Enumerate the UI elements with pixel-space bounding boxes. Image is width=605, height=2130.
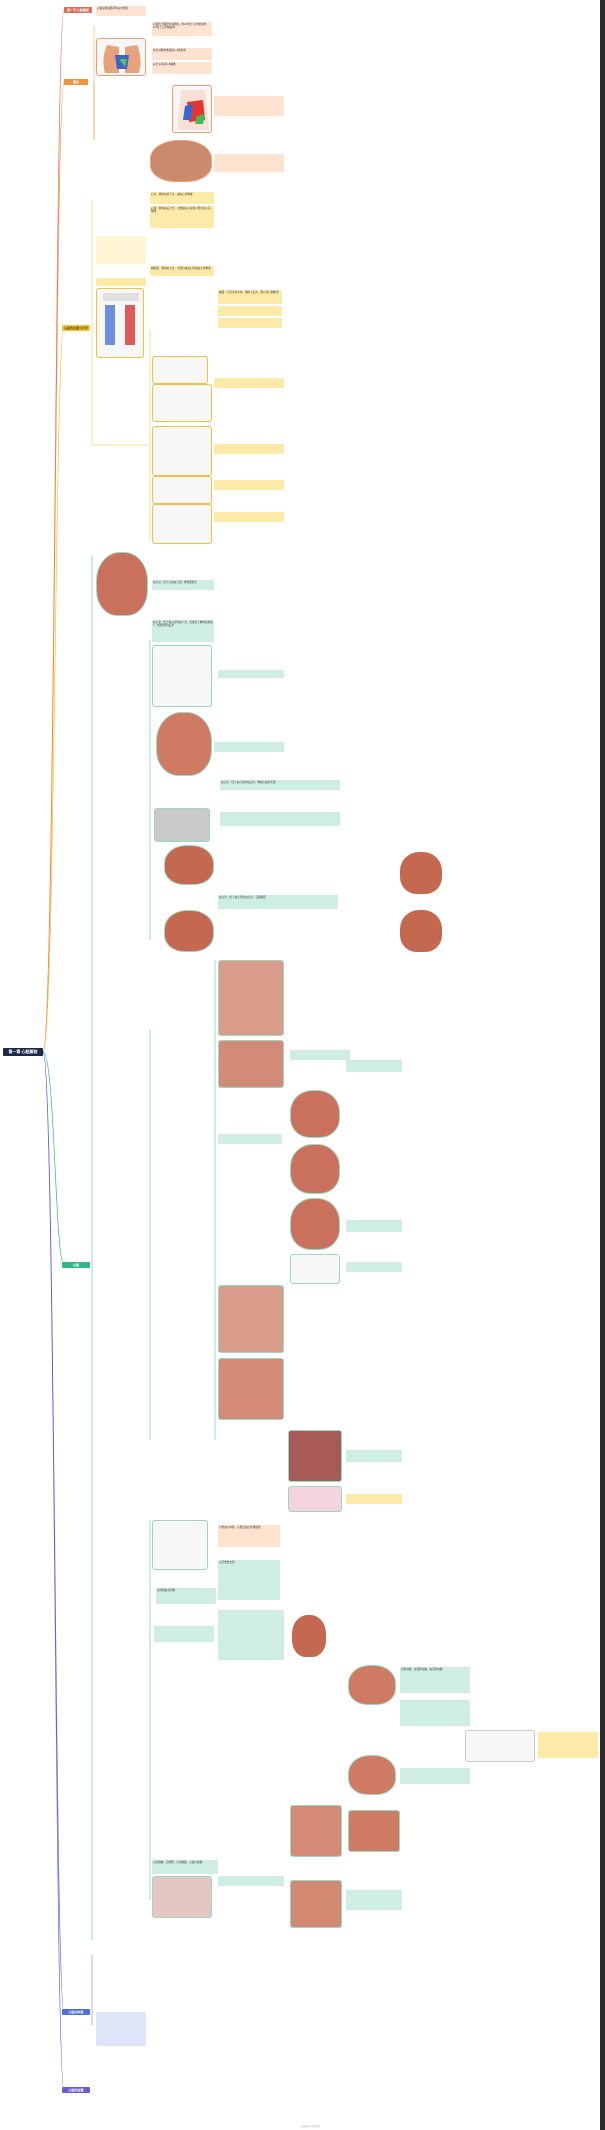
branch-overview-top[interactable]: 第一节 心脏概述 (64, 7, 92, 13)
conduction-note (346, 1494, 402, 1504)
heart-side-figure-1 (400, 852, 442, 894)
branch-yellow[interactable]: 心脏的位置与外形 (62, 325, 90, 331)
orange-note-1: 心脏位于胸腔中纵隔内，约2/3位于正中线左侧，1/3位于正中线右侧 (152, 22, 212, 36)
septum-note (346, 1450, 402, 1462)
left-atrium-figure (218, 1285, 284, 1353)
coronary-branch-note (538, 1732, 598, 1758)
heart-position-note (214, 154, 284, 172)
green-note-2: 右心室：位于右心房的前下方，直接位于胸骨左缘第4、5肋软骨的后方 (152, 620, 214, 642)
tricuspid-note (218, 1134, 282, 1144)
vessels-note-1 (214, 378, 284, 388)
fibrous-skeleton-figure (152, 1520, 208, 1570)
valve-note-2 (346, 1262, 402, 1272)
yellow-note-4: 膈面：几乎呈水平位，朝向下后方，隔心包与膈毗邻 (218, 290, 282, 304)
left-ventricle-figure (218, 1358, 284, 1420)
blue-note-list (218, 1610, 284, 1660)
footer: 心脏解剖 思维导图 (300, 2125, 320, 2128)
blue-note-1: 心壁由心内膜、心肌层和心外膜组成 (218, 1525, 280, 1547)
right-atrium-figure (218, 960, 284, 1036)
pericardium-figure (152, 1876, 212, 1918)
coronary-intro (154, 1626, 214, 1642)
heart-anterior-figure (156, 712, 212, 776)
valve-figure-2 (290, 1144, 340, 1194)
lungs-figure (96, 38, 146, 76)
heart-side-figure-2 (400, 910, 442, 952)
heart-posterior-figure (164, 845, 214, 885)
yellow-label-a (96, 278, 146, 286)
vessels-note-4 (214, 512, 284, 522)
yellow-diagram-box (96, 236, 146, 264)
structure-list (94, 1955, 146, 2005)
pericardium-figure-2 (290, 1880, 342, 1928)
circulation-diagram (96, 288, 144, 358)
green-note-1: 右心房：位于心的右上部，壁薄而腔大 (152, 580, 214, 590)
branch-purple[interactable]: 心脏的血管 (62, 2087, 90, 2093)
venous-figure-2 (348, 1810, 400, 1852)
vessels-list (94, 2075, 146, 2111)
coronary-branch-diagram (465, 1730, 535, 1762)
right-ventricle-note (290, 1050, 350, 1060)
valve-figure-4 (290, 1254, 340, 1284)
blue-note-3: 房间隔和室间隔 (156, 1588, 216, 1604)
purple-note-2: 心的静脉：冠状窦、心前静脉、心最小静脉 (152, 1860, 218, 1874)
structure-table (96, 2012, 146, 2046)
branch-green[interactable]: 心腔 (62, 1262, 90, 1268)
yellow-note-3: 胸肋面：朝向前上方，大部分由右心房和右心室构成 (150, 266, 214, 276)
venous-figure-1 (290, 1805, 342, 1857)
blue-note-2: 心纤维性支架 (218, 1560, 280, 1600)
heart-position-figure (150, 140, 212, 182)
yellow-note-6 (218, 318, 282, 328)
vessels-note-3 (214, 480, 284, 490)
yellow-note-5 (218, 306, 282, 316)
vessels-figure-3 (152, 426, 212, 476)
xray-figure (154, 808, 210, 842)
orange-note-2: 前方对胸骨体和第2~6肋软骨 (152, 48, 212, 60)
vessels-note-2 (214, 444, 284, 454)
conduction-figure (288, 1486, 342, 1512)
green-note-3: 左心房：位于右心房的左后方，构成心底的大部 (220, 780, 340, 790)
vessels-figure-2 (152, 384, 212, 422)
valve-figure-3 (290, 1198, 340, 1250)
purple-note-1: 冠状动脉：左冠状动脉、右冠状动脉 (400, 1667, 470, 1693)
xray-note (220, 812, 340, 826)
septum-figure (288, 1430, 342, 1482)
pericardium-note-2 (346, 1890, 402, 1910)
branch-orange[interactable]: 概述 (64, 79, 88, 85)
right-edge-bar (600, 0, 605, 2130)
heart-base-figure (164, 910, 214, 952)
vessels-figure-5 (152, 504, 212, 544)
ribcage-figure (152, 645, 212, 707)
coronary-note-2 (400, 1700, 470, 1726)
yellow-note-2: 心底：朝向右后上方，主要由左心房和小部分右心房构成 (150, 206, 214, 228)
aortic-root-figure (292, 1615, 326, 1657)
heart-chambers-figure (96, 552, 148, 616)
valve-note (346, 1220, 402, 1232)
orange-note-3: 后方平对第5~8胸椎 (152, 62, 212, 74)
top-note: 心脏是血液循环的动力器官 (96, 6, 146, 16)
heart-anterior-note (214, 742, 284, 752)
branch-blue[interactable]: 心脏的构造 (62, 2009, 90, 2015)
valve-figure-1 (290, 1090, 340, 1138)
thorax-figure (172, 85, 212, 133)
ribcage-note (218, 670, 284, 678)
vessels-figure-4 (152, 476, 212, 504)
green-note-4: 左心室：位于右心室的左后方，呈圆锥形 (218, 895, 338, 909)
thorax-note (214, 96, 284, 116)
vessels-figure-1 (152, 356, 208, 384)
right-ventricle-note-2 (346, 1060, 402, 1072)
pericardium-note (218, 1876, 284, 1886)
coronary-note-3 (400, 1768, 470, 1784)
right-ventricle-figure (218, 1040, 284, 1088)
coronary-figure-1 (348, 1665, 396, 1705)
yellow-note-1: 心尖：朝向左前下方，由左心室构成 (150, 192, 214, 204)
root-node[interactable]: 第一章 心脏解剖 (3, 1048, 43, 1056)
coronary-figure-2 (348, 1755, 396, 1795)
